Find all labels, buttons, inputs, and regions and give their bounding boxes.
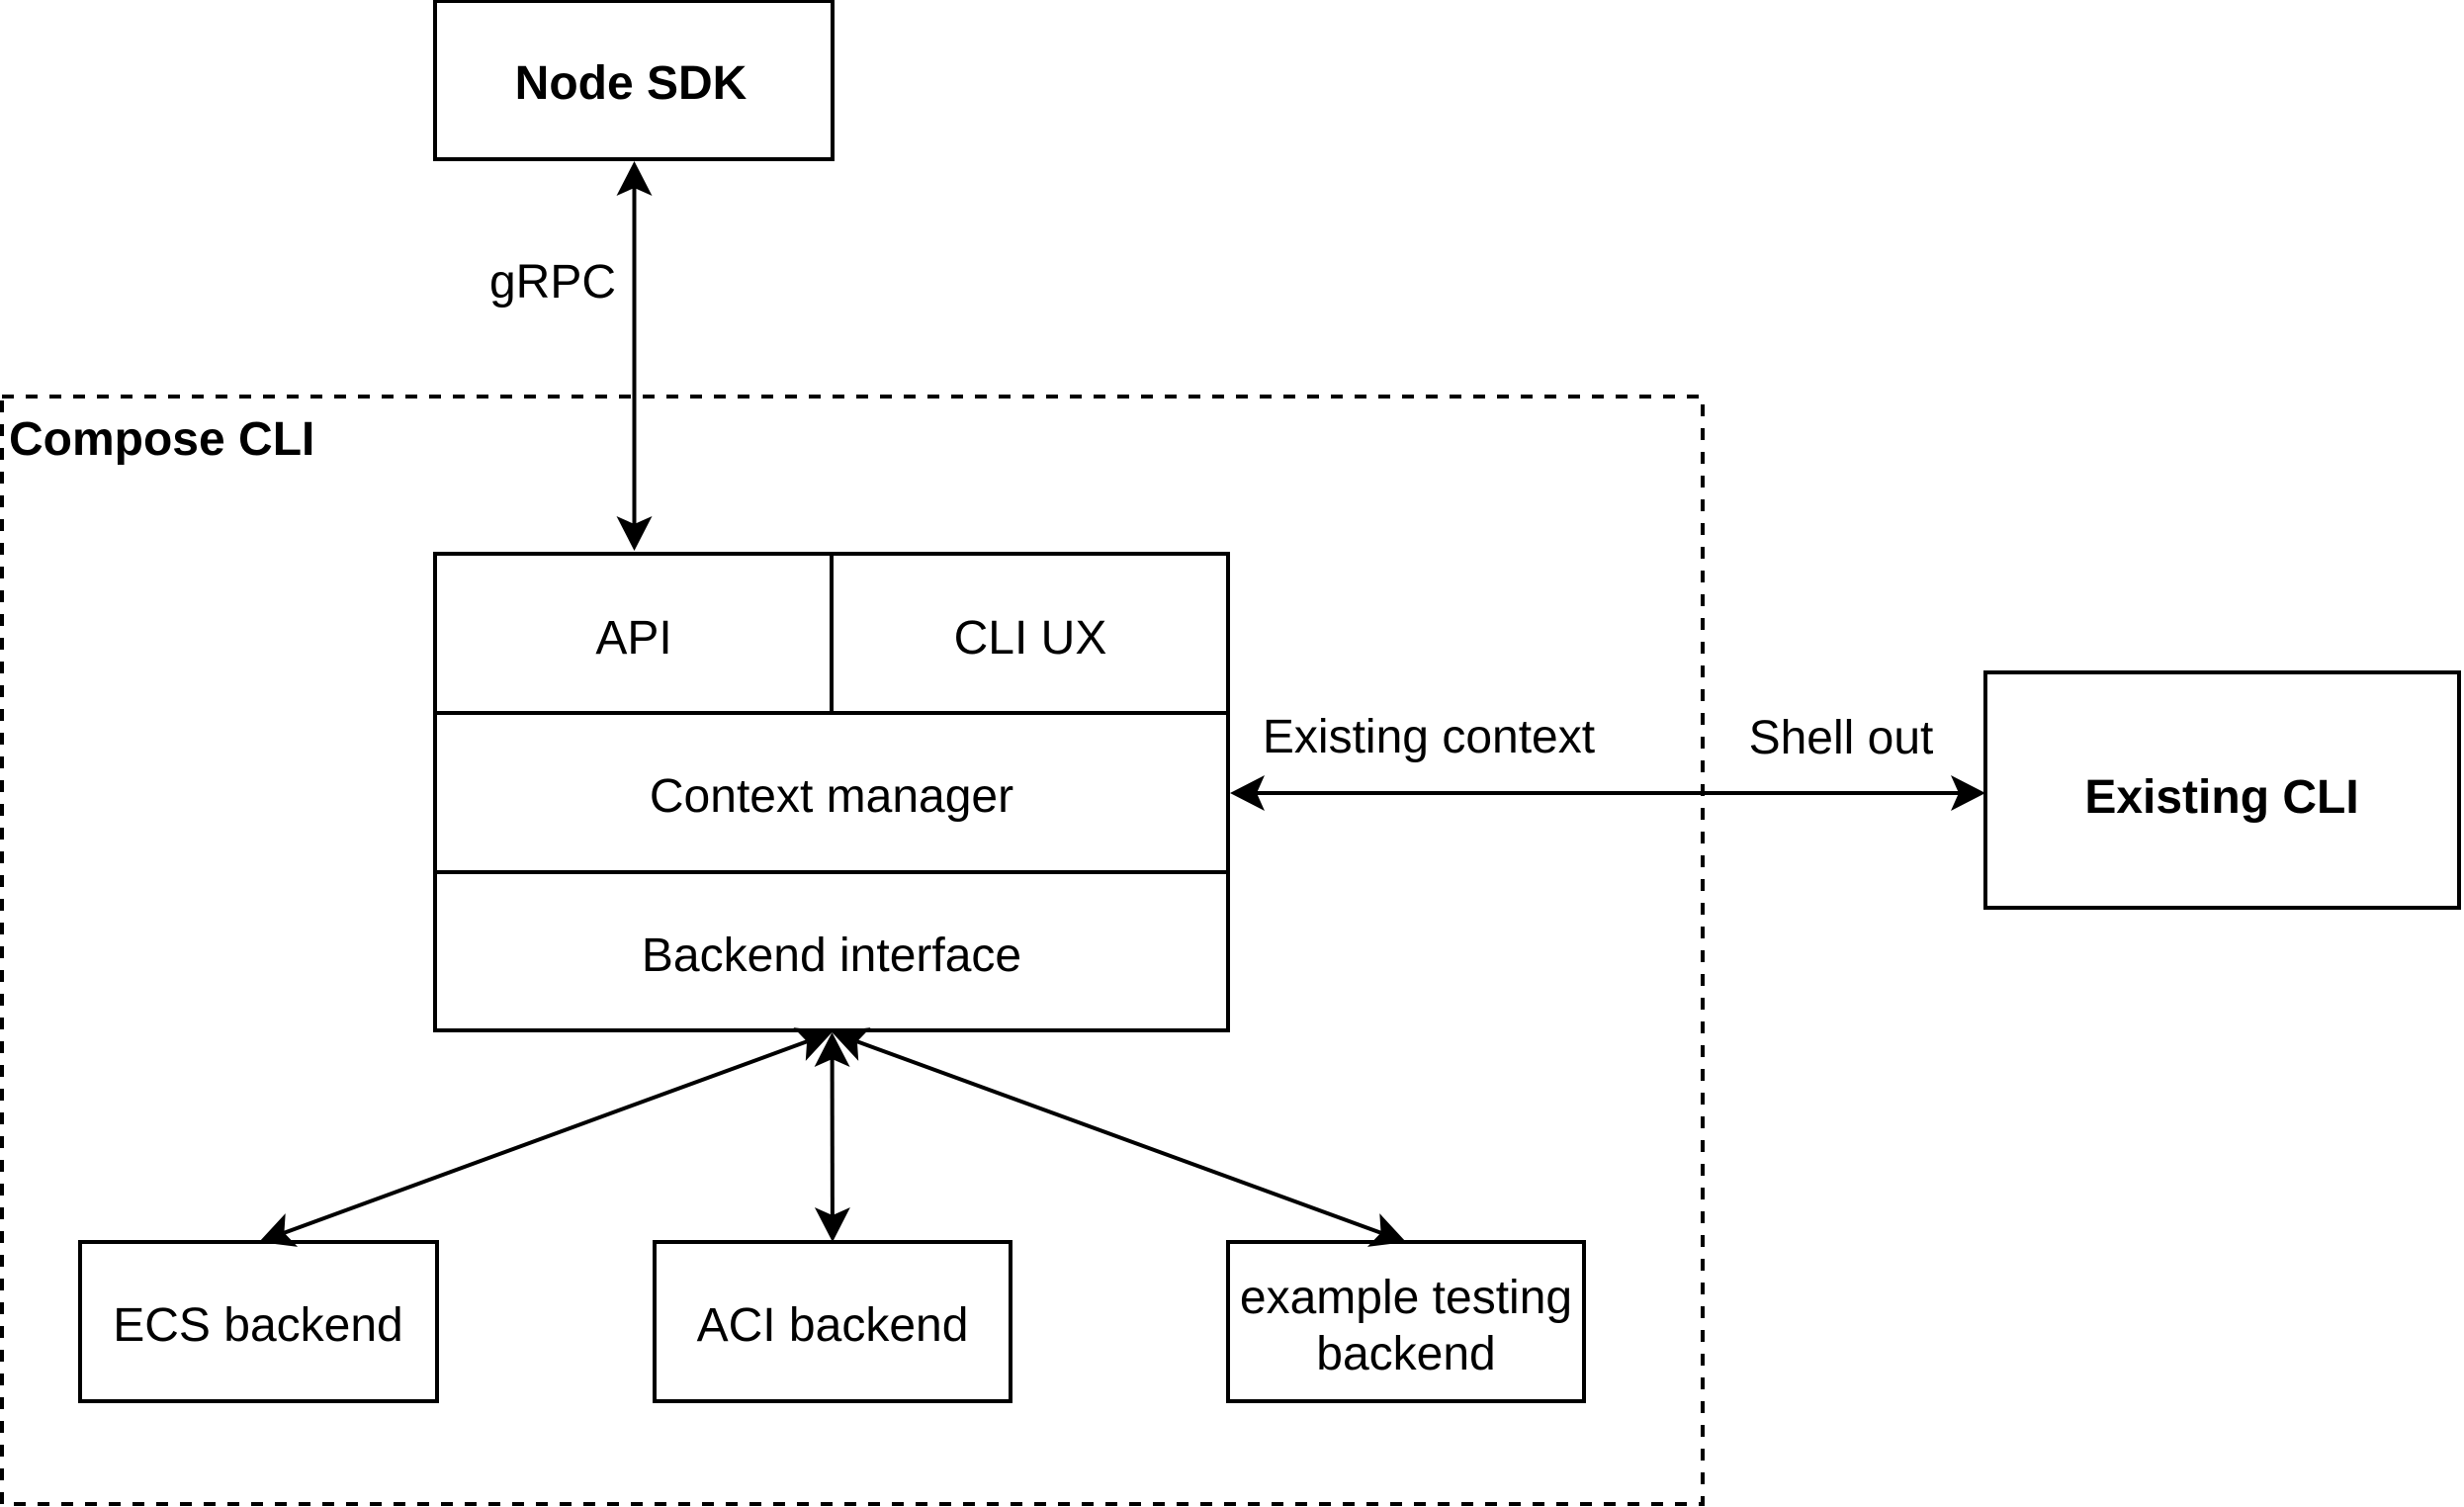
svg-text:ECS backend: ECS backend: [113, 1299, 403, 1352]
svg-text:backend: backend: [1316, 1328, 1495, 1380]
svg-text:gRPC: gRPC: [489, 256, 616, 309]
svg-text:Backend interface: Backend interface: [642, 930, 1021, 982]
svg-text:Node SDK: Node SDK: [515, 57, 748, 110]
svg-text:Existing context: Existing context: [1263, 711, 1595, 763]
svg-text:API: API: [595, 612, 671, 665]
svg-text:Existing CLI: Existing CLI: [2084, 771, 2358, 824]
svg-text:Context manager: Context manager: [650, 770, 1013, 823]
svg-text:Compose CLI: Compose CLI: [9, 413, 314, 466]
svg-text:example testing: example testing: [1240, 1272, 1572, 1324]
svg-text:CLI UX: CLI UX: [954, 612, 1107, 665]
svg-text:Shell out: Shell out: [1749, 712, 1934, 764]
svg-text:ACI backend: ACI backend: [697, 1299, 969, 1352]
